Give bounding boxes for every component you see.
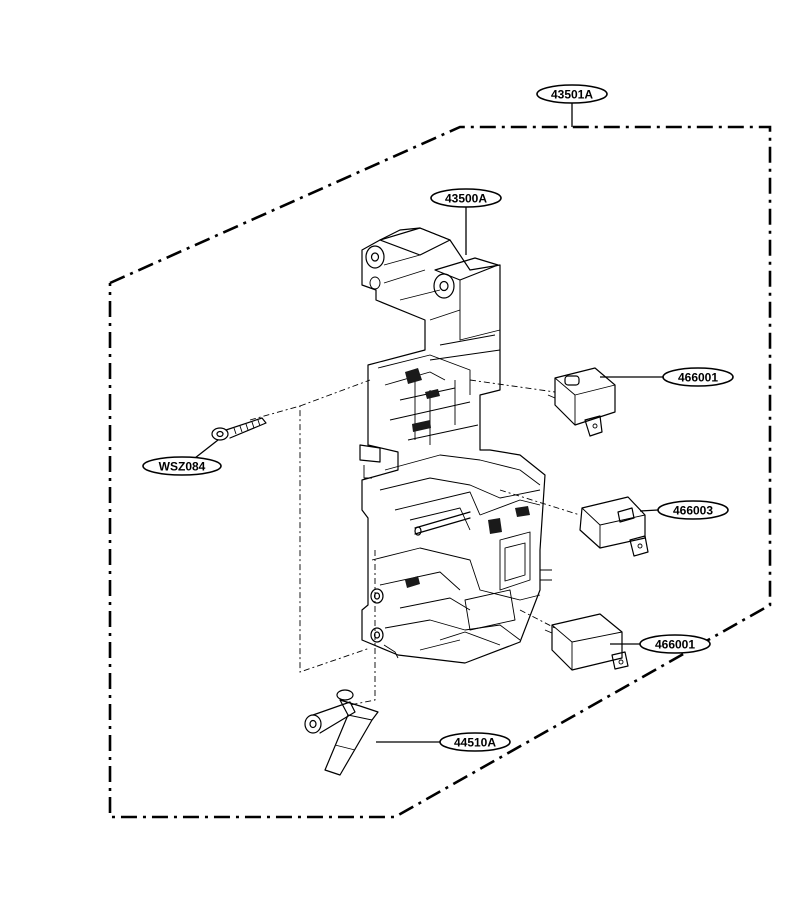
micro-switch-middle xyxy=(579,496,649,557)
callout-WSZ084-text: WSZ084 xyxy=(159,460,206,474)
callout-43500A: 43500A xyxy=(430,188,502,208)
leader-lines xyxy=(194,101,664,743)
assembly-guide-lines xyxy=(249,379,581,706)
callout-466003: 466003 xyxy=(657,500,729,520)
assembly-boundary xyxy=(108,125,772,819)
latch-bracket xyxy=(359,227,552,664)
callout-466003-text: 466003 xyxy=(673,504,713,518)
callout-43501A: 43501A xyxy=(536,84,608,104)
callout-43501A-text: 43501A xyxy=(551,88,593,102)
callout-466001-lower: 466001 xyxy=(639,634,711,654)
latch-lever xyxy=(304,689,379,776)
callout-466001-upper: 466001 xyxy=(662,367,734,387)
micro-switch-upper xyxy=(547,367,616,437)
micro-switch-lower xyxy=(544,613,629,671)
screw-wsz084 xyxy=(211,417,267,441)
callout-44510A-text: 44510A xyxy=(454,736,496,750)
callout-44510A: 44510A xyxy=(439,732,511,752)
callout-466001-upper-text: 466001 xyxy=(678,371,718,385)
callout-WSZ084: WSZ084 xyxy=(142,456,222,476)
callout-466001-lower-text: 466001 xyxy=(655,638,695,652)
callout-43500A-text: 43500A xyxy=(445,192,487,206)
